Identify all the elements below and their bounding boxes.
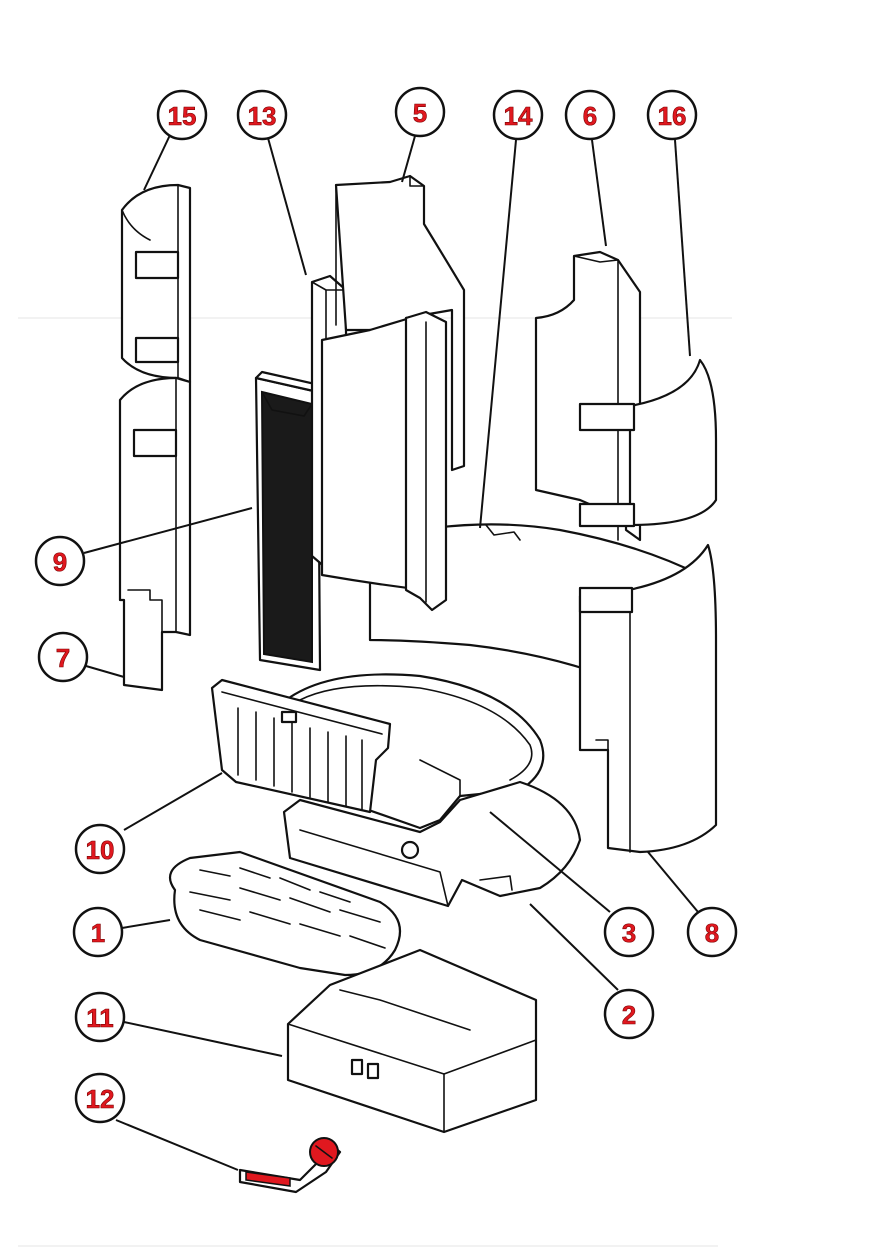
callout-label: 3 bbox=[622, 918, 636, 948]
callout-9: 9 bbox=[34, 535, 86, 587]
callout-circle bbox=[34, 535, 86, 587]
callout-label: 16 bbox=[658, 101, 687, 131]
part-11-ash-drawer bbox=[286, 948, 538, 1134]
callout-1: 1 bbox=[72, 906, 124, 958]
callout-5: 5 bbox=[394, 86, 446, 138]
callout-label: 7 bbox=[56, 643, 70, 673]
leader-6 bbox=[591, 139, 607, 247]
callout-7: 7 bbox=[37, 631, 89, 683]
callout-13: 13 bbox=[236, 89, 288, 141]
callout-12: 12 bbox=[74, 1072, 126, 1124]
callout-circle bbox=[72, 906, 124, 958]
callout-label: 13 bbox=[248, 101, 277, 131]
callout-6: 6 bbox=[564, 89, 616, 141]
callout-circle bbox=[74, 991, 126, 1043]
callout-10: 10 bbox=[74, 823, 126, 875]
callout-circle bbox=[686, 906, 738, 958]
callout-circle bbox=[492, 89, 544, 141]
callout-circle bbox=[74, 823, 126, 875]
leader-lines bbox=[83, 134, 699, 1171]
leader-1 bbox=[121, 919, 171, 929]
callout-14: 14 bbox=[492, 89, 544, 141]
callout-circle bbox=[74, 1072, 126, 1124]
callout-label: 14 bbox=[504, 101, 533, 131]
callout-circle bbox=[646, 89, 698, 141]
callout-label: 12 bbox=[86, 1084, 115, 1114]
part-10-grate-basket bbox=[210, 678, 392, 814]
leader-15 bbox=[143, 134, 171, 191]
callout-label: 1 bbox=[91, 918, 105, 948]
leader-14 bbox=[479, 139, 517, 529]
part-9-back-plate bbox=[254, 370, 326, 672]
leader-13 bbox=[267, 137, 307, 276]
callout-label: 2 bbox=[622, 1000, 636, 1030]
callout-16: 16 bbox=[646, 89, 698, 141]
callout-label: 5 bbox=[413, 98, 427, 128]
callout-circle bbox=[156, 89, 208, 141]
callout-label: 6 bbox=[583, 101, 597, 131]
part-8-right-lower-brick bbox=[578, 543, 718, 854]
callout-label: 9 bbox=[53, 547, 67, 577]
leader-8 bbox=[647, 851, 699, 913]
leader-2 bbox=[529, 903, 619, 991]
callout-15: 15 bbox=[156, 89, 208, 141]
callout-label: 10 bbox=[86, 835, 115, 865]
part-2-base-tray bbox=[282, 780, 582, 908]
leader-9 bbox=[83, 507, 253, 554]
callout-label: 15 bbox=[168, 101, 197, 131]
leader-10 bbox=[123, 772, 223, 831]
part-15-upper-left-brick bbox=[120, 183, 192, 384]
leader-3 bbox=[489, 811, 611, 913]
callout-8: 8 bbox=[686, 906, 738, 958]
callout-circle bbox=[236, 89, 288, 141]
callout-label: 8 bbox=[705, 918, 719, 948]
part-5-front-panel bbox=[320, 310, 448, 612]
callout-circle bbox=[603, 988, 655, 1040]
part-12-handle-tool bbox=[238, 1137, 342, 1194]
leader-5 bbox=[401, 135, 416, 183]
callout-11: 11 bbox=[74, 991, 126, 1043]
leader-7 bbox=[85, 665, 125, 678]
part-16-right-upper-brick bbox=[578, 358, 718, 528]
callout-circle bbox=[37, 631, 89, 683]
leader-12 bbox=[115, 1119, 239, 1171]
callout-circle bbox=[394, 86, 446, 138]
leader-16 bbox=[674, 139, 691, 357]
callout-2: 2 bbox=[603, 988, 655, 1040]
leader-11 bbox=[123, 1021, 283, 1057]
part-6-right-upper-wall bbox=[534, 250, 642, 542]
callout-circle bbox=[603, 906, 655, 958]
part-1-grate-plate bbox=[168, 850, 402, 977]
callout-circle bbox=[564, 89, 616, 141]
callout-label: 11 bbox=[86, 1003, 114, 1033]
callout-3: 3 bbox=[603, 906, 655, 958]
